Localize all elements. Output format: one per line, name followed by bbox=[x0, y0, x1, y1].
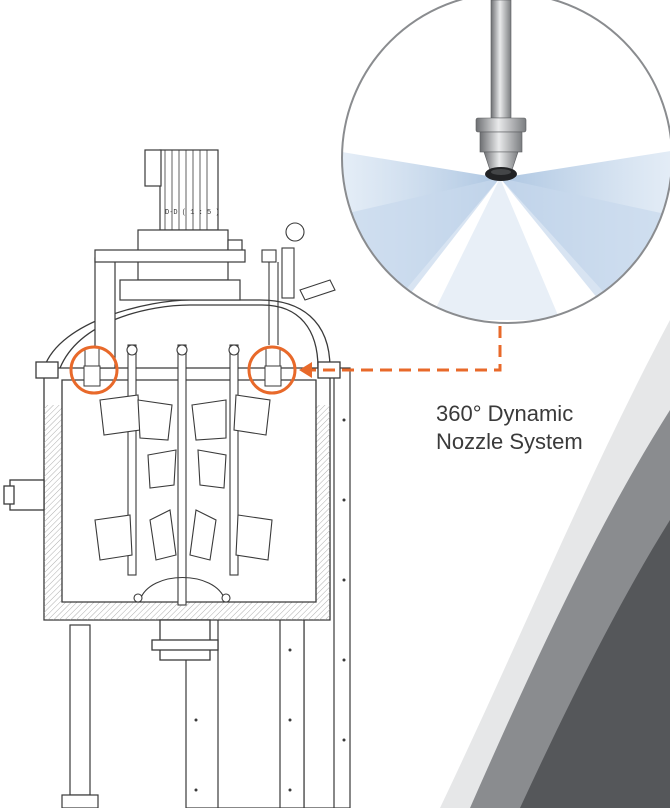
background-swoosh bbox=[440, 320, 670, 808]
motor-gearbox bbox=[94, 149, 246, 369]
callout-label: 360° Dynamic Nozzle System bbox=[436, 400, 656, 456]
zoom-circle bbox=[341, 0, 670, 324]
callout-line-2: Nozzle System bbox=[436, 429, 583, 454]
callout-arrow bbox=[299, 326, 502, 378]
nozzle-highlight-left bbox=[69, 345, 119, 395]
callout-line-1: 360° Dynamic bbox=[436, 401, 574, 426]
pressure-gauge bbox=[261, 222, 336, 345]
nozzle-highlight-right bbox=[247, 345, 297, 395]
agitator-assembly bbox=[94, 344, 273, 606]
motor-plate-label: D-D ( 1 : 5 ) bbox=[165, 209, 220, 217]
